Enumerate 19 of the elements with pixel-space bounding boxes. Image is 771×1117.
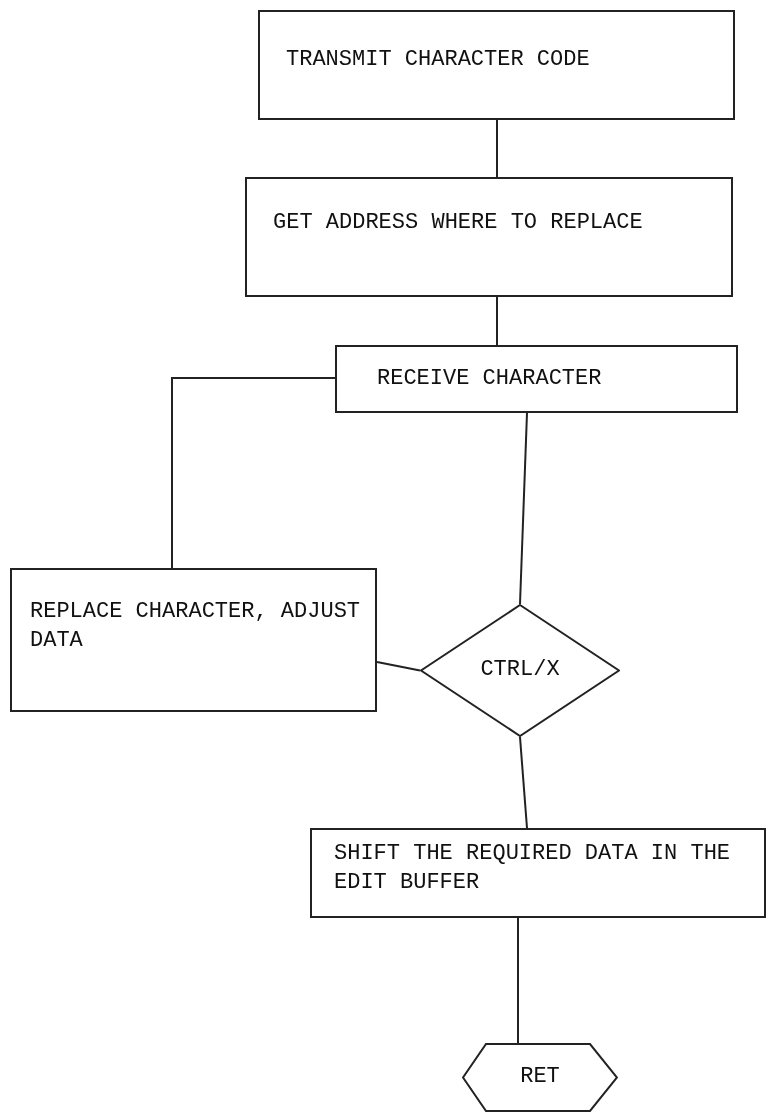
node-label: GET ADDRESS WHERE TO REPLACE xyxy=(273,209,644,237)
node-label: TRANSMIT CHARACTER CODE xyxy=(286,46,591,74)
connector-line xyxy=(376,661,421,672)
node-label: RET xyxy=(520,1063,560,1092)
process-box xyxy=(258,10,735,120)
node-label: REPLACE CHARACTER, ADJUST DATA xyxy=(30,598,362,655)
node-label: SHIFT THE REQUIRED DATA IN THE EDIT BUFFER xyxy=(334,840,732,897)
connector-line xyxy=(519,736,528,829)
process-box xyxy=(335,345,738,413)
connector-line xyxy=(496,119,498,178)
connector-line xyxy=(517,917,519,1044)
process-box xyxy=(310,828,766,918)
process-box xyxy=(245,177,733,297)
connector-line xyxy=(519,412,528,605)
node-label: RECEIVE CHARACTER xyxy=(377,365,603,393)
process-box xyxy=(10,568,377,712)
node-label: CTRL/X xyxy=(480,656,560,685)
connector-line xyxy=(496,296,498,346)
connector-line xyxy=(171,377,336,569)
